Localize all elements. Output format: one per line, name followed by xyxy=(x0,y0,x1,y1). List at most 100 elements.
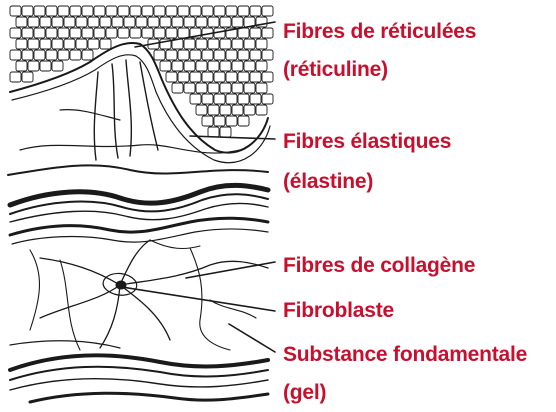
epithelium-cell xyxy=(238,72,249,82)
epithelium-cell xyxy=(76,39,87,49)
collagen-fiber xyxy=(30,250,39,330)
epithelium-cell xyxy=(118,6,129,16)
epithelium-cell xyxy=(238,116,249,126)
epithelium-cell xyxy=(76,17,87,27)
epithelium-cell xyxy=(256,39,267,49)
epithelium-cell xyxy=(154,28,165,38)
epithelium-cell xyxy=(70,28,81,38)
epithelium-cell xyxy=(196,83,207,93)
epithelium-cell xyxy=(226,94,237,104)
epithelium-cell xyxy=(70,50,81,60)
epithelium-cell xyxy=(58,6,69,16)
epithelium-cell xyxy=(166,28,177,38)
leader-line-reticular xyxy=(135,22,275,47)
epithelium-cell xyxy=(214,94,225,104)
label-elastin: (élastine) xyxy=(283,170,373,194)
label-elastic-fibres: Fibres élastiques xyxy=(283,130,451,154)
epithelium-cell xyxy=(88,17,99,27)
epithelium-cell xyxy=(202,94,213,104)
epithelium-cell xyxy=(226,116,237,126)
epithelium-cell xyxy=(244,105,255,115)
epithelium-cell xyxy=(160,61,171,71)
epithelium-cell xyxy=(94,28,105,38)
label-reticular-fibres: Fibres de réticulées xyxy=(283,20,476,44)
epithelium-cell xyxy=(220,39,231,49)
epithelium-cell xyxy=(88,39,99,49)
epithelium-cell xyxy=(22,50,33,60)
epithelium-cell xyxy=(40,39,51,49)
epithelium-cell xyxy=(262,72,273,82)
epithelium-cell xyxy=(172,83,183,93)
epithelium-cell xyxy=(244,39,255,49)
epithelium-cell xyxy=(196,39,207,49)
leader-line-collagen xyxy=(186,262,275,278)
epithelium-cell xyxy=(184,39,195,49)
epithelium-cell xyxy=(238,6,249,16)
epithelium-cell xyxy=(100,39,111,49)
epithelium-cell xyxy=(196,105,207,115)
epithelium-cell xyxy=(10,50,21,60)
epithelium-cell xyxy=(136,17,147,27)
epithelium-cell xyxy=(232,39,243,49)
epithelium-cell xyxy=(16,39,27,49)
reticular-fiber xyxy=(126,60,131,156)
epithelium-cell xyxy=(238,28,249,38)
epithelium-cell xyxy=(52,61,63,71)
epithelium-cell xyxy=(178,50,189,60)
epithelium-cell xyxy=(10,72,21,82)
epithelium-cell xyxy=(106,6,117,16)
epithelium-cell xyxy=(232,17,243,27)
epithelium-cell xyxy=(220,17,231,27)
collagen-fiber xyxy=(210,300,256,318)
collagen-bundle xyxy=(30,393,268,402)
label-gel: (gel) xyxy=(283,381,326,405)
epithelium-cell xyxy=(184,83,195,93)
epithelium-cell xyxy=(142,28,153,38)
epithelium-cell xyxy=(130,28,141,38)
epithelium-cell xyxy=(34,50,45,60)
epithelium-cell xyxy=(22,72,33,82)
epithelium-cell xyxy=(214,6,225,16)
epithelium-cell xyxy=(214,116,225,126)
epithelium-cell xyxy=(142,6,153,16)
epithelium-cell xyxy=(238,94,249,104)
epithelium-cell xyxy=(214,50,225,60)
epithelium-cell xyxy=(250,6,261,16)
epithelium-cell xyxy=(190,72,201,82)
epithelium-cell xyxy=(178,72,189,82)
collagen-fiber xyxy=(120,240,150,285)
epithelium-cell xyxy=(34,6,45,16)
epithelium-cell xyxy=(172,17,183,27)
epithelium-cell xyxy=(64,39,75,49)
epithelium-cell xyxy=(154,50,165,60)
epithelium-cell xyxy=(190,6,201,16)
leader-line-fibroblast xyxy=(122,287,275,311)
epithelium-cell xyxy=(202,50,213,60)
epithelium-cell xyxy=(58,50,69,60)
epithelium-cell xyxy=(202,6,213,16)
epithelium-cell xyxy=(100,17,111,27)
epithelium-cell xyxy=(28,61,39,71)
basement-membrane xyxy=(10,43,268,153)
epithelium-cell xyxy=(190,94,201,104)
epithelium-cell xyxy=(166,6,177,16)
epithelium-cell xyxy=(40,61,51,71)
epithelium-cell xyxy=(40,17,51,27)
epithelium-cell xyxy=(250,50,261,60)
epithelium-cell xyxy=(208,83,219,93)
epithelium-cell xyxy=(226,6,237,16)
epithelium-cell xyxy=(208,17,219,27)
epithelium-cell xyxy=(178,6,189,16)
epithelium-cell xyxy=(160,17,171,27)
label-collagen-fibres: Fibres de collagène xyxy=(283,254,475,278)
epithelium-cell xyxy=(202,116,213,126)
epithelium-cell xyxy=(172,61,183,71)
reticular-fiber xyxy=(8,165,268,175)
epithelium-cell xyxy=(148,17,159,27)
epithelium-cell xyxy=(10,28,21,38)
epithelium-cell xyxy=(202,72,213,82)
epithelium-cell xyxy=(262,94,273,104)
epithelium-cell xyxy=(10,6,21,16)
epithelium-cell xyxy=(232,105,243,115)
epithelium-cell xyxy=(112,17,123,27)
